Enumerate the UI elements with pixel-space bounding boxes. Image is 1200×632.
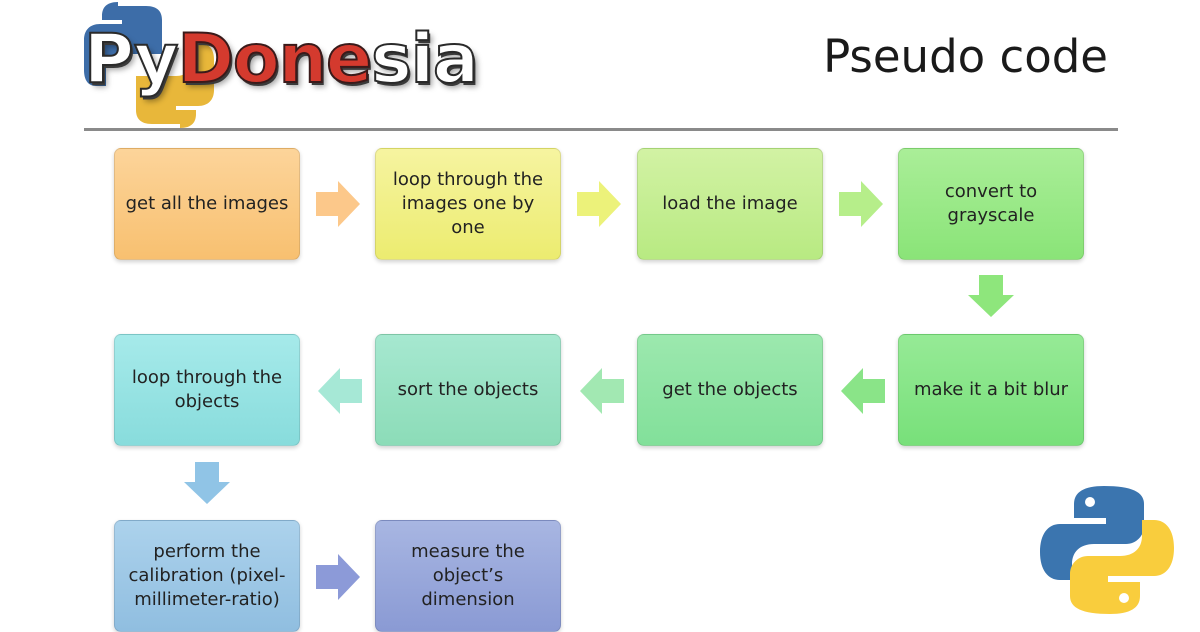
logo-text: PyDonesia	[83, 19, 480, 100]
step-label: measure the object’s dimension	[411, 540, 525, 611]
arrow-down-2-icon	[184, 462, 230, 504]
step-measure-dimension: measure the object’s dimension	[375, 520, 561, 632]
step-label: get all the images	[125, 192, 289, 214]
step-label: load the image	[662, 192, 798, 214]
step-label: convert to grayscale	[944, 180, 1038, 226]
step-label: sort the objects	[397, 378, 539, 400]
step-get-all-images: get all the images	[114, 148, 300, 260]
step-label: make it a bit blur	[913, 378, 1069, 400]
step-perform-calibration: perform the calibration (pixel-millimete…	[114, 520, 300, 632]
step-make-blur: make it a bit blur	[898, 334, 1084, 446]
arrow-right-4-icon	[316, 554, 360, 600]
step-load-image: load the image	[637, 148, 823, 260]
step-label: perform the calibration (pixel-millimete…	[128, 540, 286, 611]
step-convert-grayscale: convert to grayscale	[898, 148, 1084, 260]
step-label: loop through the objects	[131, 366, 283, 412]
arrow-right-2-icon	[577, 181, 621, 227]
step-sort-objects: sort the objects	[375, 334, 561, 446]
arrow-left-2-icon	[580, 368, 624, 414]
arrow-right-3-icon	[839, 181, 883, 227]
python-logo-mark-icon	[84, 2, 214, 128]
arrow-down-1-icon	[968, 275, 1014, 317]
step-loop-objects: loop through the objects	[114, 334, 300, 446]
step-get-objects: get the objects	[637, 334, 823, 446]
page-title: Pseudo code	[823, 30, 1108, 83]
arrow-right-1-icon	[316, 181, 360, 227]
title-divider	[84, 128, 1118, 131]
python-logo-icon	[1040, 486, 1174, 614]
step-label: loop through the images one by one	[392, 168, 544, 239]
pydonesia-logo: PyDonesia	[83, 0, 480, 130]
step-label: get the objects	[662, 378, 798, 400]
arrow-left-3-icon	[318, 368, 362, 414]
step-loop-images: loop through the images one by one	[375, 148, 561, 260]
arrow-left-1-icon	[841, 368, 885, 414]
